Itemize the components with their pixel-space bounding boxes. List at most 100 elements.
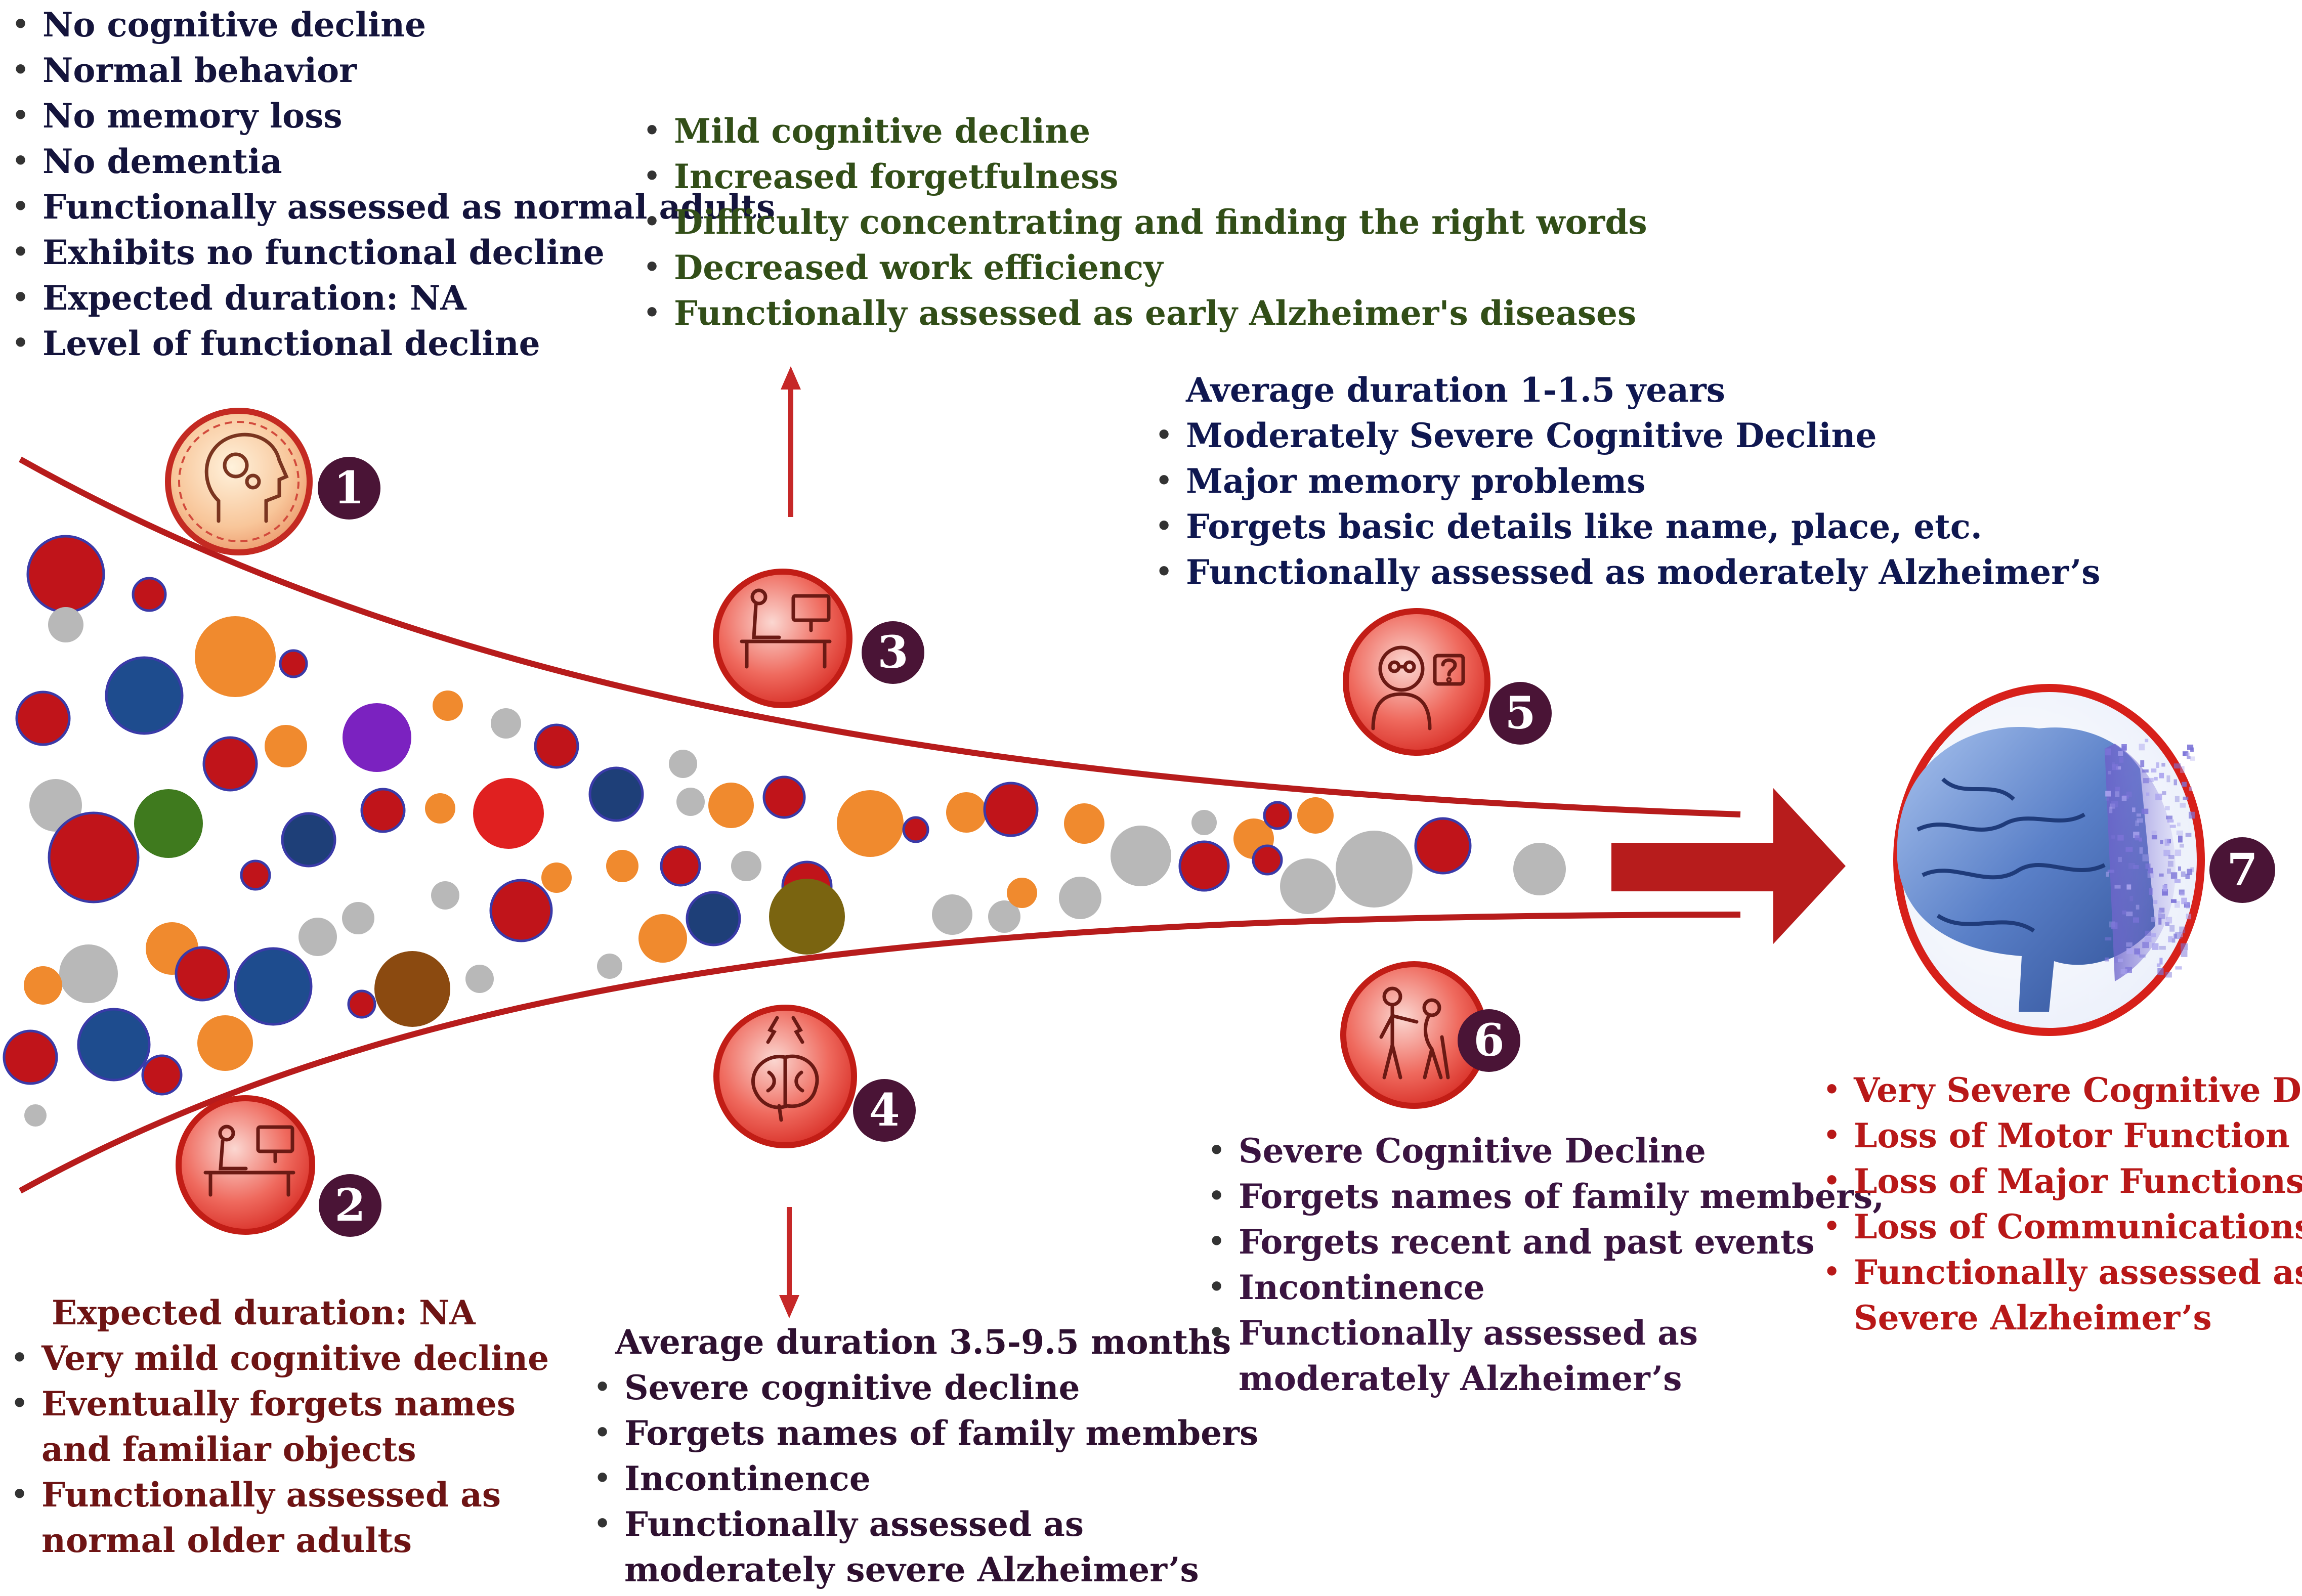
brain-speckle [2158,914,2165,919]
brain-speckle [2129,896,2134,901]
particle-dot [105,656,184,735]
stage-number: 6 [1473,1014,1504,1066]
brain-speckle [2105,748,2111,756]
brain-speckle [2160,840,2163,844]
stage-6-item: Forgets recent and past events [1206,1219,1844,1265]
particle-dot [195,616,276,697]
stage-2-item: Eventually forgets names and familiar ob… [9,1381,545,1472]
brain-speckle [2117,959,2123,962]
stage-number: 1 [333,461,364,514]
head-gears-icon [204,433,289,523]
brain-speckle [2173,763,2181,769]
particle-dot [1336,831,1413,908]
particle-dot [1263,801,1292,830]
stage-number: 4 [869,1084,900,1136]
stage-3-item: Mild cognitive decline [642,108,1502,154]
stage-4-badge: 4 [853,1079,916,1142]
brain-speckle [2121,796,2127,801]
brain-speckle [2158,918,2162,925]
stage-4-item: Severe cognitive decline [592,1365,1250,1410]
stage-3-description: Mild cognitive decline Increased forgetf… [642,108,1647,336]
stage-4-item: Forgets names of family members [592,1410,1258,1456]
brain-speckle [2125,967,2132,973]
particle-dot [1414,817,1472,875]
brain-speckle [2162,791,2166,795]
stage-6-description: Severe Cognitive Decline Forgets names o… [1206,1128,1884,1401]
stage-number: 2 [334,1179,365,1231]
brain-speckle [2146,792,2150,796]
brain-speckle [2144,936,2152,942]
particle-dot [342,902,374,934]
particle-dot [347,989,376,1019]
brain-speckle [2189,811,2195,819]
stage-2-description: Expected duration: NA Very mild cognitiv… [9,1290,549,1563]
particle-dot [676,788,705,816]
brain-speckle [2186,914,2192,920]
stage-1-item: No memory loss [10,93,663,139]
brain-speckle [2135,835,2140,841]
stage3-arrow-head [781,366,801,390]
brain-speckle [2154,777,2158,781]
stage-1-item: Level of functional decline [10,321,663,366]
brain-speckle [2151,768,2157,773]
stage-7-node [1893,684,2205,1036]
brain-speckle [2169,825,2176,828]
brain-speckle [2162,885,2167,892]
brain-speckle [2167,860,2173,867]
brain-speckle [2137,818,2143,823]
brain-speckle [2133,917,2140,923]
stage-1-item: Expected duration: NA [10,275,663,321]
brain-speckle [2179,889,2185,895]
brain-speckle [2178,866,2181,871]
brain-speckle [2161,763,2165,767]
stage-5-item: Moderately Severe Cognitive Decline [1154,413,1983,458]
brain-speckle [2187,756,2191,759]
brain-speckle [2166,917,2172,924]
stage-7-description: Very Severe Cognitive Decline Loss of Mo… [1821,1067,2302,1341]
brain-speckle [2148,868,2153,874]
stage-6-badge: 6 [1458,1009,1520,1072]
particle-dot [433,691,463,721]
stage-7-item: Loss of Communications [1821,1204,2302,1249]
brain-speckle [2159,945,2166,950]
brain-speckle [2133,865,2139,869]
brain-speckle [2128,863,2135,869]
brain-speckle [2118,751,2123,756]
brain-speckle [2139,847,2143,854]
brain-speckle [2168,855,2175,859]
particle-dot [762,775,806,819]
particle-dot [141,1054,183,1096]
brain-speckle [2126,942,2133,947]
brain-speckle [2166,815,2173,819]
stage-2-item: Functionally assessed as normal older ad… [9,1472,545,1563]
particle-dot [932,894,972,935]
brain-speckle [2126,884,2132,890]
stage-6-item: Incontinence [1206,1265,1844,1310]
stage-1-item: Functionally assessed as normal adults [10,184,775,230]
stage-1-node [165,408,313,555]
particle-dot [234,947,313,1026]
particle-dot [1297,797,1334,834]
brain-speckle [2173,779,2178,786]
particle-field [3,535,1566,1127]
brain-speckle [2105,957,2109,962]
stage-6-item: Severe Cognitive Decline [1206,1128,1844,1174]
brain-speckle [2168,936,2173,942]
stage-1-item: No dementia [10,139,663,184]
brain-speckle [2165,922,2169,926]
brain-speckle [2145,864,2151,869]
funnel-lower-edge [19,912,1741,1194]
brain-speckle [2182,782,2187,787]
particle-dot [1280,858,1336,914]
brain-speckle [2181,897,2187,904]
particle-dot [983,782,1039,837]
particle-dot [59,944,118,1003]
brain-speckle [2175,966,2182,970]
particle-dot [769,879,845,955]
particle-dot [265,725,307,767]
brain-speckle [2145,739,2149,743]
particle-dot [281,812,336,868]
stage-1-item: No cognitive decline [10,2,663,48]
brain-speckle [2152,943,2159,950]
